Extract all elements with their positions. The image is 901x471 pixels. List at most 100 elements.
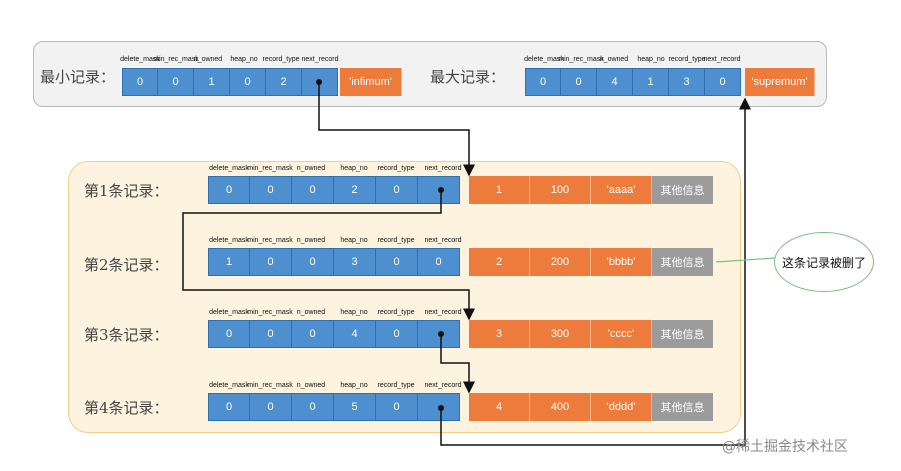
record-3-field-heap-no: 4: [334, 320, 376, 348]
supremum-field-heap-no: 1: [633, 68, 669, 96]
record-1-header-record-type: record_type: [377, 165, 415, 172]
record-1-header-n-owned: n_owned: [296, 165, 326, 172]
record-1-header-delete-mask: delete_mask: [209, 165, 249, 172]
record-2-num: 200: [530, 248, 591, 276]
record-3-header-n-owned: n_owned: [296, 309, 326, 316]
record-3-label: 第3条记录：: [84, 326, 169, 344]
record-4-str: 'dddd': [591, 393, 652, 421]
supremum-value: 'supremum': [745, 68, 815, 96]
infimum-value: 'infimum': [340, 68, 402, 96]
supremum-field-next-record: 0: [705, 68, 741, 96]
record-2-header-next-record: next_record: [424, 237, 462, 244]
infimum-field-record-type: 2: [266, 68, 302, 96]
infimum-field-delete-mask: 0: [122, 68, 158, 96]
record-1-field-n-owned: 0: [292, 176, 334, 204]
record-1-str: 'aaaa': [591, 176, 652, 204]
record-4-header-min-rec-mask: min_rec_mask: [247, 382, 293, 389]
record-2-header-record-type: record_type: [377, 237, 415, 244]
watermark: @稀土掘金技术社区: [722, 439, 848, 455]
pointer-dot-record-4: [438, 405, 444, 411]
record-1-header-min-rec-mask: min_rec_mask: [247, 165, 293, 172]
arrow-record-1-to-record-3: [182, 190, 475, 321]
callout-pointer: [715, 257, 776, 263]
infimum-field-n-owned: 1: [194, 68, 230, 96]
record-4-header-record-type: record_type: [377, 382, 415, 389]
callout-text: 这条记录被删了: [781, 255, 866, 270]
record-4-field-heap-no: 5: [334, 393, 376, 421]
record-3-id: 3: [469, 320, 530, 348]
record-1-header-heap-no: heap_no: [340, 165, 368, 172]
supremum-field-record-type: 3: [669, 68, 705, 96]
record-4-field-min-rec-mask: 0: [250, 393, 292, 421]
user-records-panel: [68, 161, 741, 433]
record-3-field-record-type: 0: [376, 320, 418, 348]
record-2-label: 第2条记录：: [84, 256, 169, 274]
record-1-field-record-type: 0: [376, 176, 418, 204]
record-2-field-delete-mask: 1: [208, 248, 250, 276]
infimum-header-next-record: next_record: [301, 56, 339, 63]
record-3-field-min-rec-mask: 0: [250, 320, 292, 348]
supremum-header-delete-mask: delete_mask: [524, 56, 564, 63]
infimum-header-delete-mask: delete_mask: [120, 56, 160, 63]
supremum-field-min-rec-mask: 0: [561, 68, 597, 96]
record-2-header-n-owned: n_owned: [296, 237, 326, 244]
infimum-header-min-rec-mask: min_rec_mask: [153, 56, 199, 63]
record-4-num: 400: [530, 393, 591, 421]
record-1-field-heap-no: 2: [334, 176, 376, 204]
record-4-label: 第4条记录：: [84, 399, 169, 417]
record-1-label: 第1条记录：: [84, 182, 169, 200]
arrow-record-3-to-record-4: [440, 334, 475, 394]
record-4-id: 4: [469, 393, 530, 421]
infimum-header-record-type: record_type: [262, 56, 300, 63]
record-1-id: 1: [469, 176, 530, 204]
arrow-infimum-to-record-1: [318, 82, 475, 177]
record-4-other: 其他信息: [652, 393, 713, 421]
record-3-other: 其他信息: [652, 320, 713, 348]
supremum-header-heap-no: heap_no: [637, 56, 665, 63]
record-4-header-delete-mask: delete_mask: [209, 382, 249, 389]
record-3-header-record-type: record_type: [377, 309, 415, 316]
record-4-header-heap-no: heap_no: [340, 382, 368, 389]
record-2-id: 2: [469, 248, 530, 276]
supremum-header-n-owned: n_owned: [599, 56, 629, 63]
record-4-header-next-record: next_record: [424, 382, 462, 389]
record-2-field-n-owned: 0: [292, 248, 334, 276]
record-1-num: 100: [530, 176, 591, 204]
supremum-field-n-owned: 4: [597, 68, 633, 96]
deleted-record-callout: 这条记录被删了: [774, 232, 874, 292]
record-2-field-heap-no: 3: [334, 248, 376, 276]
supremum-field-delete-mask: 0: [525, 68, 561, 96]
record-3-header-heap-no: heap_no: [340, 309, 368, 316]
record-2-str: 'bbbb': [591, 248, 652, 276]
supremum-header-record-type: record_type: [668, 56, 706, 63]
record-4-field-n-owned: 0: [292, 393, 334, 421]
record-3-header-delete-mask: delete_mask: [209, 309, 249, 316]
record-2-field-min-rec-mask: 0: [250, 248, 292, 276]
record-1-other: 其他信息: [652, 176, 713, 204]
infimum-header-heap-no: heap_no: [230, 56, 258, 63]
supremum-header-next-record: next_record: [703, 56, 741, 63]
record-3-field-delete-mask: 0: [208, 320, 250, 348]
pointer-dot-infimum: [316, 79, 322, 85]
record-1-field-min-rec-mask: 0: [250, 176, 292, 204]
infimum-label: 最小记录：: [40, 68, 116, 86]
record-4-header-n-owned: n_owned: [296, 382, 326, 389]
arrow-record-4-to-supremum: [440, 97, 751, 446]
infimum-field-min-rec-mask: 0: [158, 68, 194, 96]
record-2-header-heap-no: heap_no: [340, 237, 368, 244]
supremum-header-min-rec-mask: min_rec_mask: [558, 56, 604, 63]
infimum-field-heap-no: 0: [230, 68, 266, 96]
record-2-header-delete-mask: delete_mask: [209, 237, 249, 244]
pointer-dot-record-3: [438, 331, 444, 337]
record-2-other: 其他信息: [652, 248, 713, 276]
record-3-header-min-rec-mask: min_rec_mask: [247, 309, 293, 316]
record-3-num: 300: [530, 320, 591, 348]
record-3-field-n-owned: 0: [292, 320, 334, 348]
record-4-field-record-type: 0: [376, 393, 418, 421]
record-3-header-next-record: next_record: [424, 309, 462, 316]
infimum-header-n-owned: n_owned: [193, 56, 223, 63]
supremum-label: 最大记录：: [430, 68, 506, 86]
record-1-field-delete-mask: 0: [208, 176, 250, 204]
record-2-field-record-type: 0: [376, 248, 418, 276]
